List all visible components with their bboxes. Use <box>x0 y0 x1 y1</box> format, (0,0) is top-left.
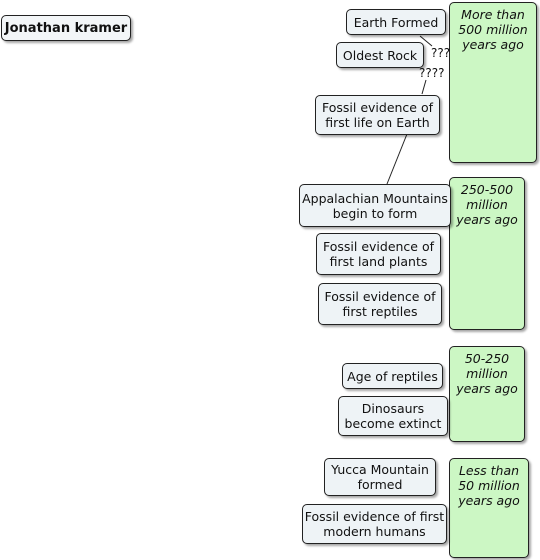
node-dinosaurs-extinct[interactable]: Dinosaurs become extinct <box>338 396 448 436</box>
node-label: Fossil evidence of first reptiles <box>324 289 436 319</box>
era-box-250-500: 250-500 million years ago <box>449 177 525 330</box>
node-first-life[interactable]: Fossil evidence of first life on Earth <box>315 95 440 135</box>
era-box-500-plus: More than 500 million years ago <box>449 2 537 163</box>
era-label: 50-250 million years ago <box>456 351 518 396</box>
node-oldest-rock[interactable]: Oldest Rock <box>336 42 424 68</box>
node-label: Fossil evidence of first life on Earth <box>321 100 434 130</box>
era-label: 250-500 million years ago <box>456 182 518 227</box>
title-text: Jonathan kramer <box>4 20 128 36</box>
node-first-humans[interactable]: Fossil evidence of first modern humans <box>302 504 447 544</box>
node-label: Age of reptiles <box>347 368 438 384</box>
node-label: Oldest Rock <box>342 47 418 63</box>
connector-life-appalachian <box>386 133 408 185</box>
era-box-less-than-50: Less than 50 million years ago <box>449 458 529 558</box>
node-label: Fossil evidence of first land plants <box>322 239 435 269</box>
era-label: More than 500 million years ago <box>458 7 528 52</box>
node-label: Fossil evidence of first modern humans <box>304 509 445 539</box>
link-label-rock: ???? <box>419 66 445 80</box>
node-earth-formed[interactable]: Earth Formed <box>346 9 446 35</box>
node-reptiles[interactable]: Fossil evidence of first reptiles <box>318 283 442 325</box>
connector-rock <box>421 79 427 95</box>
era-label: Less than 50 million years ago <box>458 463 520 508</box>
node-label: Dinosaurs become extinct <box>344 401 442 431</box>
node-label: Yucca Mountain formed <box>331 462 429 492</box>
link-label-earth: ??? <box>431 46 451 60</box>
node-label: Appalachian Mountains begin to form <box>302 190 448 221</box>
node-appalachian[interactable]: Appalachian Mountains begin to form <box>299 184 451 227</box>
concept-map-title: Jonathan kramer <box>1 15 131 41</box>
node-age-of-reptiles[interactable]: Age of reptiles <box>342 363 443 389</box>
node-label: Earth Formed <box>353 14 439 30</box>
era-box-50-250: 50-250 million years ago <box>449 346 525 442</box>
node-yucca-mountain[interactable]: Yucca Mountain formed <box>324 458 436 496</box>
node-land-plants[interactable]: Fossil evidence of first land plants <box>316 233 441 275</box>
